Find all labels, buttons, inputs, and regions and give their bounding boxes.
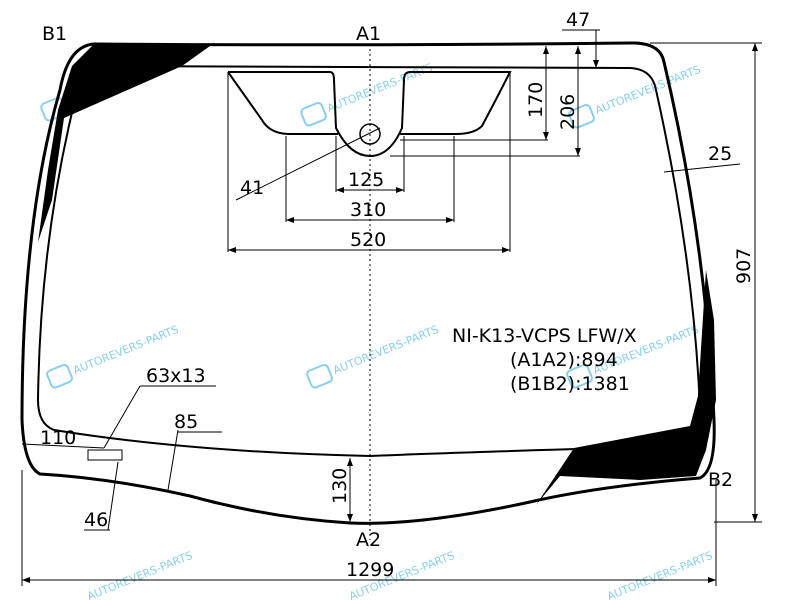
- arrowheads: [22, 43, 758, 583]
- watermark-9: AUTOREVERS-PARTS: [605, 549, 714, 600]
- dim-170-label: 170: [525, 82, 547, 118]
- dim-125-label: 125: [348, 169, 384, 191]
- dim-63x13-label: 63x13: [146, 365, 206, 387]
- a1a2-measure: (A1A2):894: [510, 349, 618, 371]
- dim-47-label: 47: [566, 9, 590, 31]
- dim-130-label: 130: [329, 468, 351, 504]
- dim-907-label: 907: [733, 248, 755, 284]
- watermark-text: AUTOREVERS-PARTS: [331, 323, 440, 377]
- watermark-text: AUTOREVERS-PARTS: [605, 549, 714, 600]
- watermark-logo-icon: [46, 363, 73, 389]
- watermark-logo-icon: [300, 101, 327, 127]
- dim-310-label: 310: [350, 199, 386, 221]
- point-a1-label: A1: [356, 23, 381, 45]
- part-code: NI-K13-VCPS LFW/X: [452, 325, 637, 347]
- watermark-5: AUTOREVERS-PARTS: [306, 323, 441, 389]
- windshield-outer-edge: [20, 41, 716, 525]
- watermark-logo-icon: [566, 363, 593, 389]
- dim-25-label: 25: [708, 143, 732, 165]
- dim-46-label: 46: [84, 509, 108, 531]
- dim-1299-label: 1299: [346, 559, 394, 581]
- dim-520-label: 520: [350, 229, 386, 251]
- dimension-lines: [21, 29, 762, 586]
- point-a2-label: A2: [356, 529, 381, 551]
- point-b1-label: B1: [42, 23, 67, 45]
- watermark-2: AUTOREVERS-PARTS: [300, 61, 435, 127]
- watermark-text: AUTOREVERS-PARTS: [85, 549, 194, 600]
- dim-85-label: 85: [174, 411, 198, 433]
- watermark-text: AUTOREVERS-PARTS: [593, 63, 702, 117]
- dim-206-label: 206: [557, 94, 579, 130]
- label-rectangle: [87, 449, 123, 461]
- black-band-top-left: [38, 44, 210, 242]
- watermark-logo-icon: [306, 363, 333, 389]
- watermark-7: AUTOREVERS-PARTS: [85, 549, 194, 600]
- b1b2-measure: (B1B2):1381: [510, 373, 630, 395]
- point-b2-label: B2: [708, 469, 733, 491]
- watermark-text: AUTOREVERS-PARTS: [325, 61, 434, 115]
- sensor-area-outline: [227, 71, 512, 158]
- dim-110-label: 110: [40, 427, 76, 449]
- dim-41-label: 41: [240, 177, 264, 199]
- watermark-3: AUTOREVERS-PARTS: [568, 63, 703, 129]
